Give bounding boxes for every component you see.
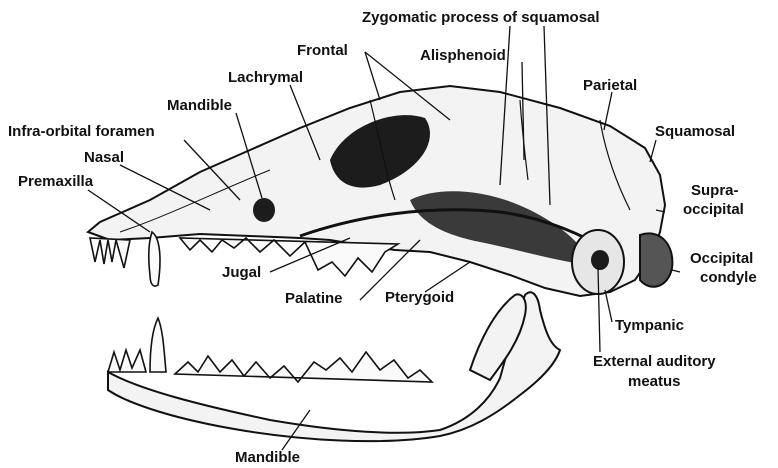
- label-mandible-lower: Mandible: [235, 449, 300, 466]
- label-frontal: Frontal: [297, 42, 348, 59]
- upper-cheek-teeth: [180, 238, 398, 276]
- label-premaxilla: Premaxilla: [18, 173, 94, 190]
- label-external-auditory-line2: meatus: [628, 373, 681, 390]
- cranium: [88, 86, 672, 296]
- lower-canine: [150, 318, 166, 372]
- label-pterygoid: Pterygoid: [385, 289, 454, 306]
- label-occipital-condyle-line1: Occipital: [690, 250, 753, 267]
- lower-incisors: [108, 350, 146, 372]
- label-alisphenoid: Alisphenoid: [420, 47, 506, 64]
- label-palatine: Palatine: [285, 290, 343, 307]
- label-squamosal: Squamosal: [655, 123, 735, 140]
- label-zygomatic-process: Zygomatic process of squamosal: [362, 9, 600, 26]
- label-tympanic: Tympanic: [615, 317, 684, 334]
- upper-canine: [149, 232, 160, 286]
- upper-incisors: [90, 238, 130, 268]
- label-supra-occipital-line1: Supra-: [691, 182, 739, 199]
- label-mandible-upper: Mandible: [167, 97, 232, 114]
- label-parietal: Parietal: [583, 77, 637, 94]
- occipital-condyle: [640, 233, 672, 286]
- auditory-meatus: [591, 250, 609, 270]
- label-jugal: Jugal: [222, 264, 261, 281]
- label-nasal: Nasal: [84, 149, 124, 166]
- label-lachrymal: Lachrymal: [228, 69, 303, 86]
- label-infra-orbital-foramen: Infra-orbital foramen: [8, 123, 155, 140]
- label-occipital-condyle-line2: condyle: [700, 269, 757, 286]
- label-supra-occipital-line2: occipital: [683, 201, 744, 218]
- label-external-auditory-line1: External auditory: [593, 353, 716, 370]
- lower-jaw: [108, 292, 560, 441]
- lower-cheek-teeth: [175, 352, 432, 382]
- infra-orbital-foramen: [253, 198, 275, 222]
